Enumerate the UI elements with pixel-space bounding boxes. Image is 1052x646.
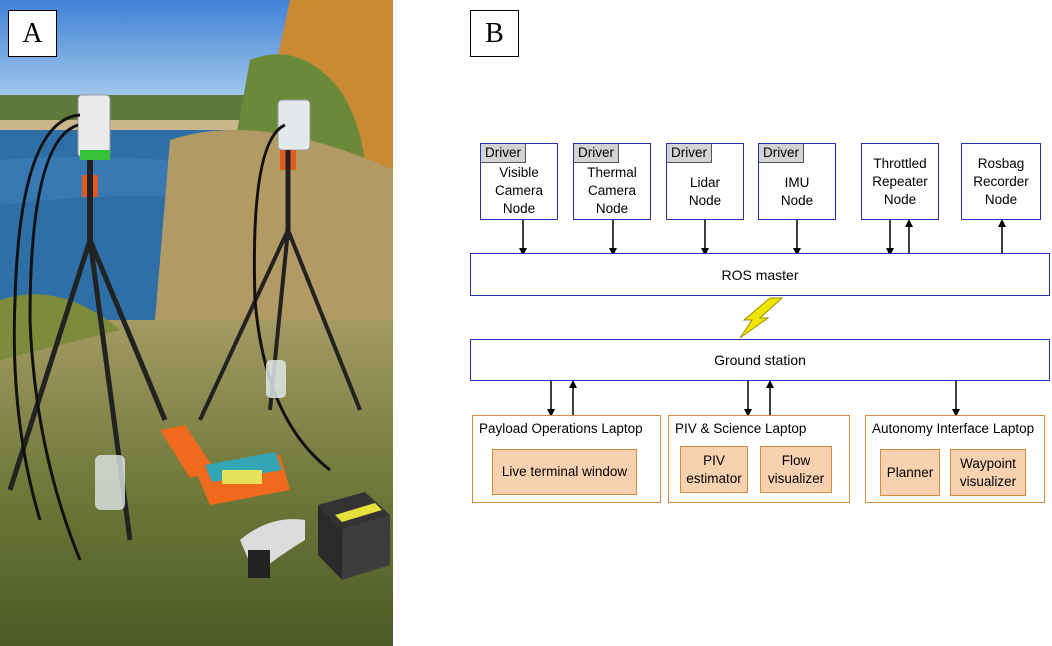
visible-camera-node: Driver Visible Camera Node: [480, 143, 558, 220]
node-line: Node: [688, 193, 722, 208]
planner-box: Planner: [880, 449, 940, 496]
node-line: Camera: [494, 183, 543, 198]
live-terminal-window-box: Live terminal window: [492, 449, 637, 495]
laptop-title: PIV & Science Laptop: [675, 421, 807, 436]
node-line: Node: [780, 193, 814, 208]
node-line: Camera: [587, 183, 636, 198]
battery-box-icon: [318, 492, 390, 580]
piv-estimator-box: PIV estimator: [680, 446, 748, 493]
sub-label: Waypoint: [960, 455, 1016, 471]
field-photo: [0, 0, 393, 646]
ground-station-box: Ground station: [470, 339, 1050, 381]
node-line: Repeater: [872, 174, 928, 189]
thermal-camera-node: Driver Thermal Camera Node: [573, 143, 651, 220]
rosbag-recorder-node: Rosbag Recorder Node: [961, 143, 1041, 220]
payload-operations-laptop: Payload Operations Laptop Live terminal …: [472, 415, 661, 503]
lidar-node: Driver Lidar Node: [666, 143, 744, 220]
sub-label: Planner: [886, 464, 934, 480]
driver-tag: Driver: [759, 144, 804, 163]
field-photo-illustration: [0, 0, 393, 646]
node-line: Node: [883, 192, 917, 207]
flow-visualizer-box: Flow visualizer: [760, 446, 832, 493]
sub-label: visualizer: [959, 473, 1017, 489]
sub-label: Flow: [781, 452, 811, 468]
laptop-title: Payload Operations Laptop: [479, 421, 643, 436]
orange-case-icon: [160, 425, 290, 505]
driver-tag: Driver: [667, 144, 712, 163]
sub-label: estimator: [686, 470, 742, 486]
ros-master-box: ROS master: [470, 253, 1050, 296]
node-line: Node: [984, 192, 1018, 207]
waypoint-visualizer-box: Waypoint visualizer: [950, 449, 1026, 496]
sub-label: visualizer: [767, 470, 825, 486]
node-line: Node: [595, 201, 629, 216]
node-line: Throttled: [873, 156, 927, 171]
piv-science-laptop: PIV & Science Laptop PIV estimator Flow …: [668, 415, 850, 503]
driver-tag: Driver: [481, 144, 526, 163]
node-line: Recorder: [973, 174, 1029, 189]
throttled-repeater-node: Throttled Repeater Node: [861, 143, 939, 220]
panel-label-b: B: [470, 10, 519, 57]
sub-label: Live terminal window: [501, 464, 628, 479]
node-line: Node: [502, 201, 536, 216]
node-line: Rosbag: [977, 156, 1025, 171]
sub-label: PIV: [703, 452, 725, 468]
node-line: IMU: [784, 175, 810, 190]
node-line: Thermal: [587, 165, 637, 180]
panel-label-a: A: [8, 10, 57, 57]
node-line: Lidar: [689, 175, 721, 190]
autonomy-interface-laptop: Autonomy Interface Laptop Planner Waypoi…: [865, 415, 1045, 503]
node-line: Visible: [499, 165, 539, 180]
wireless-link-icon: [739, 297, 784, 339]
imu-node: Driver IMU Node: [758, 143, 836, 220]
laptop-title: Autonomy Interface Laptop: [872, 421, 1035, 436]
driver-tag: Driver: [574, 144, 619, 163]
